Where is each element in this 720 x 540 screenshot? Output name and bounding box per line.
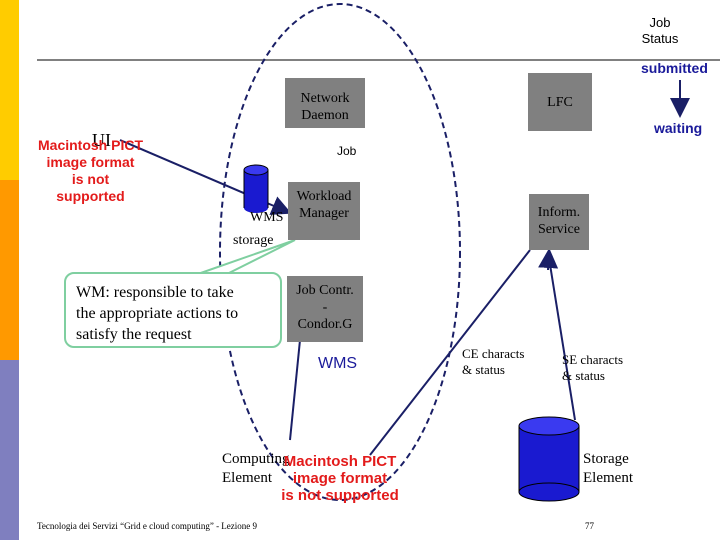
se-characts-label: SE characts & status bbox=[562, 352, 624, 383]
network-daemon-box: Network Daemon bbox=[285, 78, 365, 128]
pict-placeholder-ui: Macintosh PICT image format is not suppo… bbox=[38, 137, 144, 204]
wms-ellipse bbox=[219, 3, 461, 501]
network-daemon-label: Network Daemon bbox=[300, 91, 350, 123]
sidebar-yellow bbox=[0, 0, 19, 180]
workload-manager-label: Workload Manager bbox=[296, 189, 352, 221]
ce-to-inform-line bbox=[369, 249, 531, 456]
wm-callout: WM: responsible to take the appropriate … bbox=[64, 272, 282, 348]
wms-storage-line1: WMS bbox=[250, 210, 284, 225]
inform-service-label: Inform. Service bbox=[537, 205, 581, 237]
lfc-label: LFC bbox=[547, 95, 573, 110]
job-label: Job bbox=[337, 144, 357, 158]
wms-storage-line2: storage bbox=[233, 233, 274, 248]
status-waiting: waiting bbox=[654, 120, 703, 136]
se-to-inform-line bbox=[547, 251, 576, 421]
ce-characts-label: CE characts & status bbox=[462, 346, 525, 377]
job-controller-box: Job Contr. - Condor.G bbox=[287, 276, 363, 342]
sidebar-purple bbox=[0, 360, 19, 540]
pict-placeholder-ce: Macintosh PICT image format is not suppo… bbox=[281, 453, 399, 504]
footer-left: Tecnologia dei Servizi “Grid e cloud com… bbox=[37, 521, 258, 531]
jobcontr-to-ce-line bbox=[289, 339, 301, 441]
wms-label: WMS bbox=[318, 355, 358, 372]
ui-label: UI bbox=[92, 130, 111, 150]
workload-manager-box: Workload Manager bbox=[288, 182, 360, 240]
status-submitted: submitted bbox=[641, 60, 708, 76]
wm-callout-text: WM: responsible to take the appropriate … bbox=[76, 284, 239, 343]
lfc-box: LFC bbox=[528, 73, 592, 131]
inform-arrow bbox=[538, 248, 559, 271]
inform-service-box: Inform. Service bbox=[529, 194, 589, 250]
job-controller-label: Job Contr. - Condor.G bbox=[296, 283, 354, 332]
computing-element-label: Computing Element bbox=[222, 451, 290, 486]
storage-element-label: Storage Element bbox=[583, 451, 633, 486]
wms-storage-cylinder bbox=[243, 164, 269, 213]
sidebar-orange bbox=[0, 180, 19, 360]
page-number: 77 bbox=[585, 521, 594, 531]
job-status-title: Job Status bbox=[641, 15, 679, 46]
storage-element-cylinder bbox=[518, 416, 580, 502]
